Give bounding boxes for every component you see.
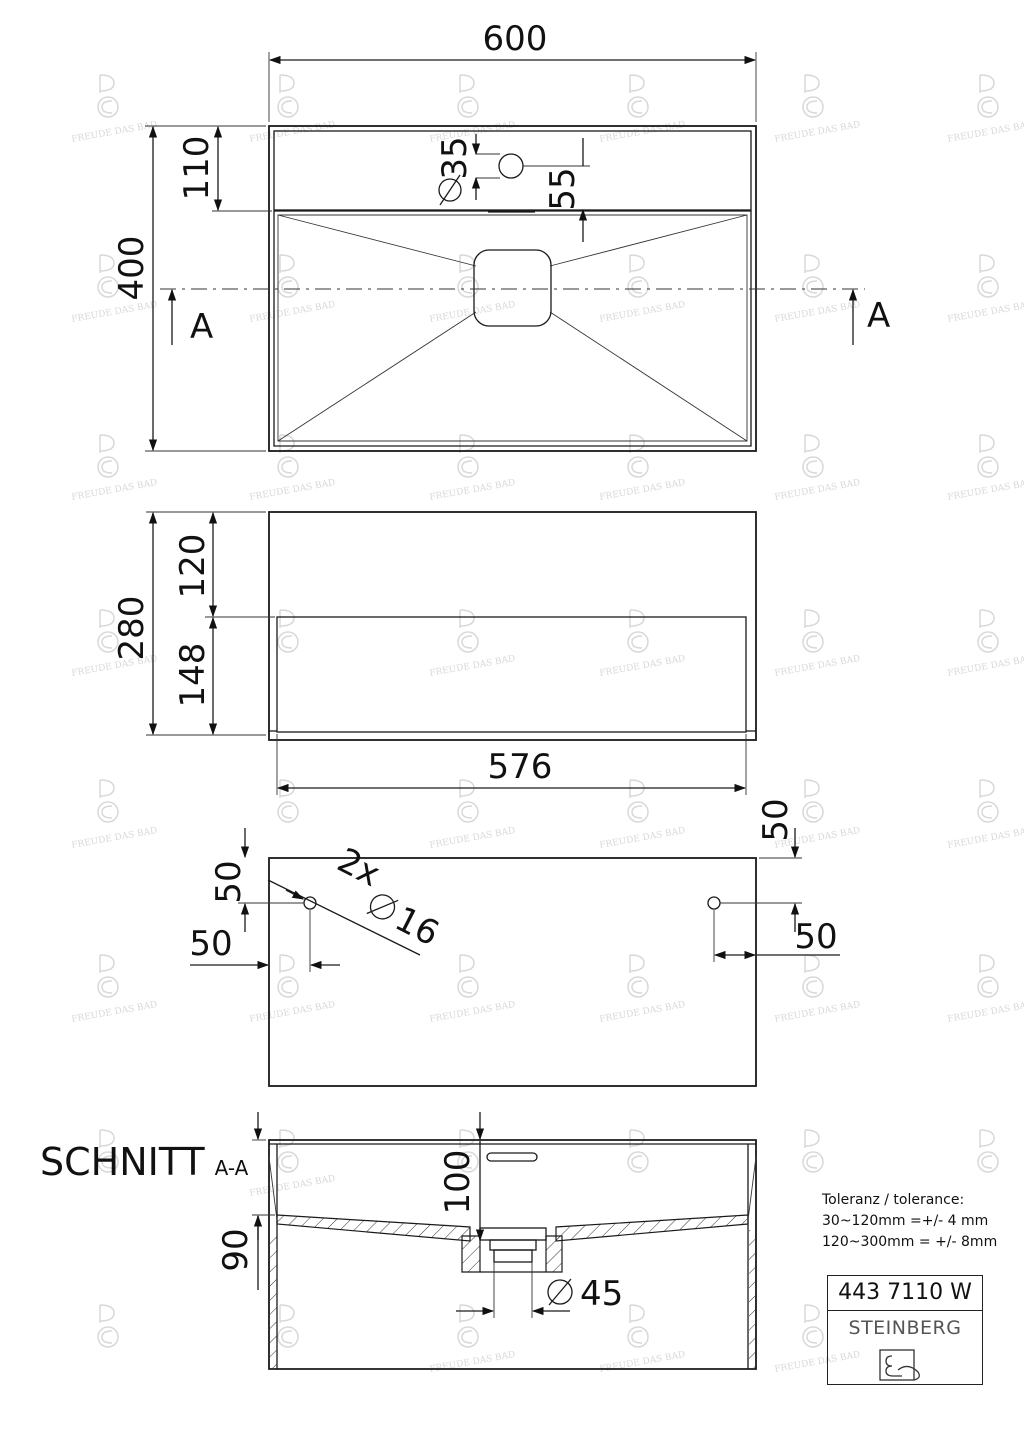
dim-depth-400: 400 xyxy=(112,236,152,301)
svg-text:FREUDE DAS BAD: FREUDE DAS BAD xyxy=(947,654,1024,679)
tolerance-heading: Toleranz / tolerance: xyxy=(822,1192,965,1208)
bowl-floor-left xyxy=(276,1214,471,1242)
mount-hole-right xyxy=(707,896,721,910)
section-title-main: SCHNITT xyxy=(40,1140,205,1184)
dim-width-600: 600 xyxy=(483,19,548,59)
tolerance-line-1: 30~120mm =+/- 4 mm xyxy=(822,1213,989,1229)
svg-text:FREUDE DAS BAD: FREUDE DAS BAD xyxy=(71,1000,158,1025)
tolerance-note: Toleranz / tolerance: 30~120mm =+/- 4 mm… xyxy=(822,1190,1022,1253)
drain-outline xyxy=(473,249,552,327)
front-recess xyxy=(276,616,747,733)
section-label-left: A xyxy=(190,307,213,347)
svg-text:FREUDE DAS BAD: FREUDE DAS BAD xyxy=(774,1000,861,1025)
svg-text:FREUDE DAS BAD: FREUDE DAS BAD xyxy=(429,478,516,503)
svg-text:FREUDE DAS BAD: FREUDE DAS BAD xyxy=(71,300,158,325)
dim-upper-120: 120 xyxy=(173,534,213,599)
dim-height-280: 280 xyxy=(112,596,152,661)
svg-text:FREUDE DAS BAD: FREUDE DAS BAD xyxy=(947,1000,1024,1025)
dim-left-side-50: 50 xyxy=(189,924,232,964)
svg-text:FREUDE DAS BAD: FREUDE DAS BAD xyxy=(599,300,686,325)
svg-text:FREUDE DAS BAD: FREUDE DAS BAD xyxy=(599,478,686,503)
dim-right-side-50: 50 xyxy=(794,917,837,957)
svg-text:FREUDE DAS BAD: FREUDE DAS BAD xyxy=(774,654,861,679)
dim-shelf-110: 110 xyxy=(177,136,217,201)
article-number: 443 7110 W xyxy=(828,1276,982,1311)
section-view: 100 90 45 xyxy=(216,1112,757,1370)
svg-text:FREUDE DAS BAD: FREUDE DAS BAD xyxy=(947,826,1024,851)
section-title-sub: A-A xyxy=(214,1156,249,1180)
svg-text:FREUDE DAS BAD: FREUDE DAS BAD xyxy=(599,1000,686,1025)
tap-hole xyxy=(498,153,524,179)
svg-text:FREUDE DAS BAD: FREUDE DAS BAD xyxy=(429,300,516,325)
dim-tap-offset-55: 55 xyxy=(543,167,583,210)
title-block: 443 7110 W STEINBERG xyxy=(827,1275,983,1385)
svg-text:FREUDE DAS BAD: FREUDE DAS BAD xyxy=(249,1000,336,1025)
dim-lower-148: 148 xyxy=(173,643,213,708)
front-outline xyxy=(268,511,757,741)
brand-name: STEINBERG xyxy=(848,1317,962,1339)
section-label-right: A xyxy=(867,296,890,336)
back-panel xyxy=(268,857,757,1087)
basin-outline xyxy=(268,125,757,452)
svg-text:FREUDE DAS BAD: FREUDE DAS BAD xyxy=(249,478,336,503)
svg-text:16: 16 xyxy=(389,899,446,954)
drain-flange xyxy=(479,1227,547,1241)
front-view: 280 120 148 576 xyxy=(112,511,757,795)
svg-text:2x: 2x xyxy=(331,840,386,895)
svg-text:FREUDE DAS BAD: FREUDE DAS BAD xyxy=(947,478,1024,503)
svg-text:FREUDE DAS BAD: FREUDE DAS BAD xyxy=(947,300,1024,325)
dim-left-top-50: 50 xyxy=(209,860,249,903)
svg-text:FREUDE DAS BAD: FREUDE DAS BAD xyxy=(774,120,861,145)
bowl-outline xyxy=(273,210,752,447)
dim-inner-576: 576 xyxy=(488,747,553,787)
svg-text:FREUDE DAS BAD: FREUDE DAS BAD xyxy=(429,654,516,679)
bowl-floor-right xyxy=(555,1214,749,1242)
svg-text:FREUDE DAS BAD: FREUDE DAS BAD xyxy=(599,1350,686,1375)
svg-text:FREUDE DAS BAD: FREUDE DAS BAD xyxy=(599,654,686,679)
svg-text:FREUDE DAS BAD: FREUDE DAS BAD xyxy=(774,300,861,325)
tolerance-line-2: 120~300mm = +/- 8mm xyxy=(822,1234,998,1250)
dim-section-100: 100 xyxy=(438,1150,478,1215)
dim-tap-diameter: 35 xyxy=(435,136,475,206)
bowl-inner-outline xyxy=(277,214,748,442)
dim-drain-diameter: 45 xyxy=(547,1274,623,1314)
overflow-slot xyxy=(486,1152,538,1162)
svg-text:FREUDE DAS BAD: FREUDE DAS BAD xyxy=(249,1174,336,1199)
svg-text:FREUDE DAS BAD: FREUDE DAS BAD xyxy=(429,1350,516,1375)
mounting-view: 50 50 2x 16 50 50 xyxy=(189,798,840,1087)
dim-section-90: 90 xyxy=(216,1228,256,1271)
svg-text:FREUDE DAS BAD: FREUDE DAS BAD xyxy=(429,826,516,851)
svg-text:FREUDE DAS BAD: FREUDE DAS BAD xyxy=(429,1000,516,1025)
shelf-outline xyxy=(273,130,752,211)
top-view: A A 600 400 110 35 55 xyxy=(112,19,890,452)
svg-text:FREUDE DAS BAD: FREUDE DAS BAD xyxy=(249,120,336,145)
svg-text:FREUDE DAS BAD: FREUDE DAS BAD xyxy=(599,120,686,145)
steinberg-logo-icon xyxy=(879,1349,920,1381)
svg-text:FREUDE DAS BAD: FREUDE DAS BAD xyxy=(71,478,158,503)
svg-text:FREUDE DAS BAD: FREUDE DAS BAD xyxy=(71,826,158,851)
svg-text:45: 45 xyxy=(580,1274,623,1314)
svg-text:FREUDE DAS BAD: FREUDE DAS BAD xyxy=(71,120,158,145)
svg-text:FREUDE DAS BAD: FREUDE DAS BAD xyxy=(774,478,861,503)
svg-text:35: 35 xyxy=(435,136,475,179)
section-title: SCHNITT A-A xyxy=(40,1140,248,1184)
section-outline xyxy=(268,1139,757,1370)
dim-right-top-50: 50 xyxy=(756,798,796,841)
svg-text:FREUDE DAS BAD: FREUDE DAS BAD xyxy=(249,300,336,325)
svg-text:FREUDE DAS BAD: FREUDE DAS BAD xyxy=(599,826,686,851)
svg-text:FREUDE DAS BAD: FREUDE DAS BAD xyxy=(947,120,1024,145)
